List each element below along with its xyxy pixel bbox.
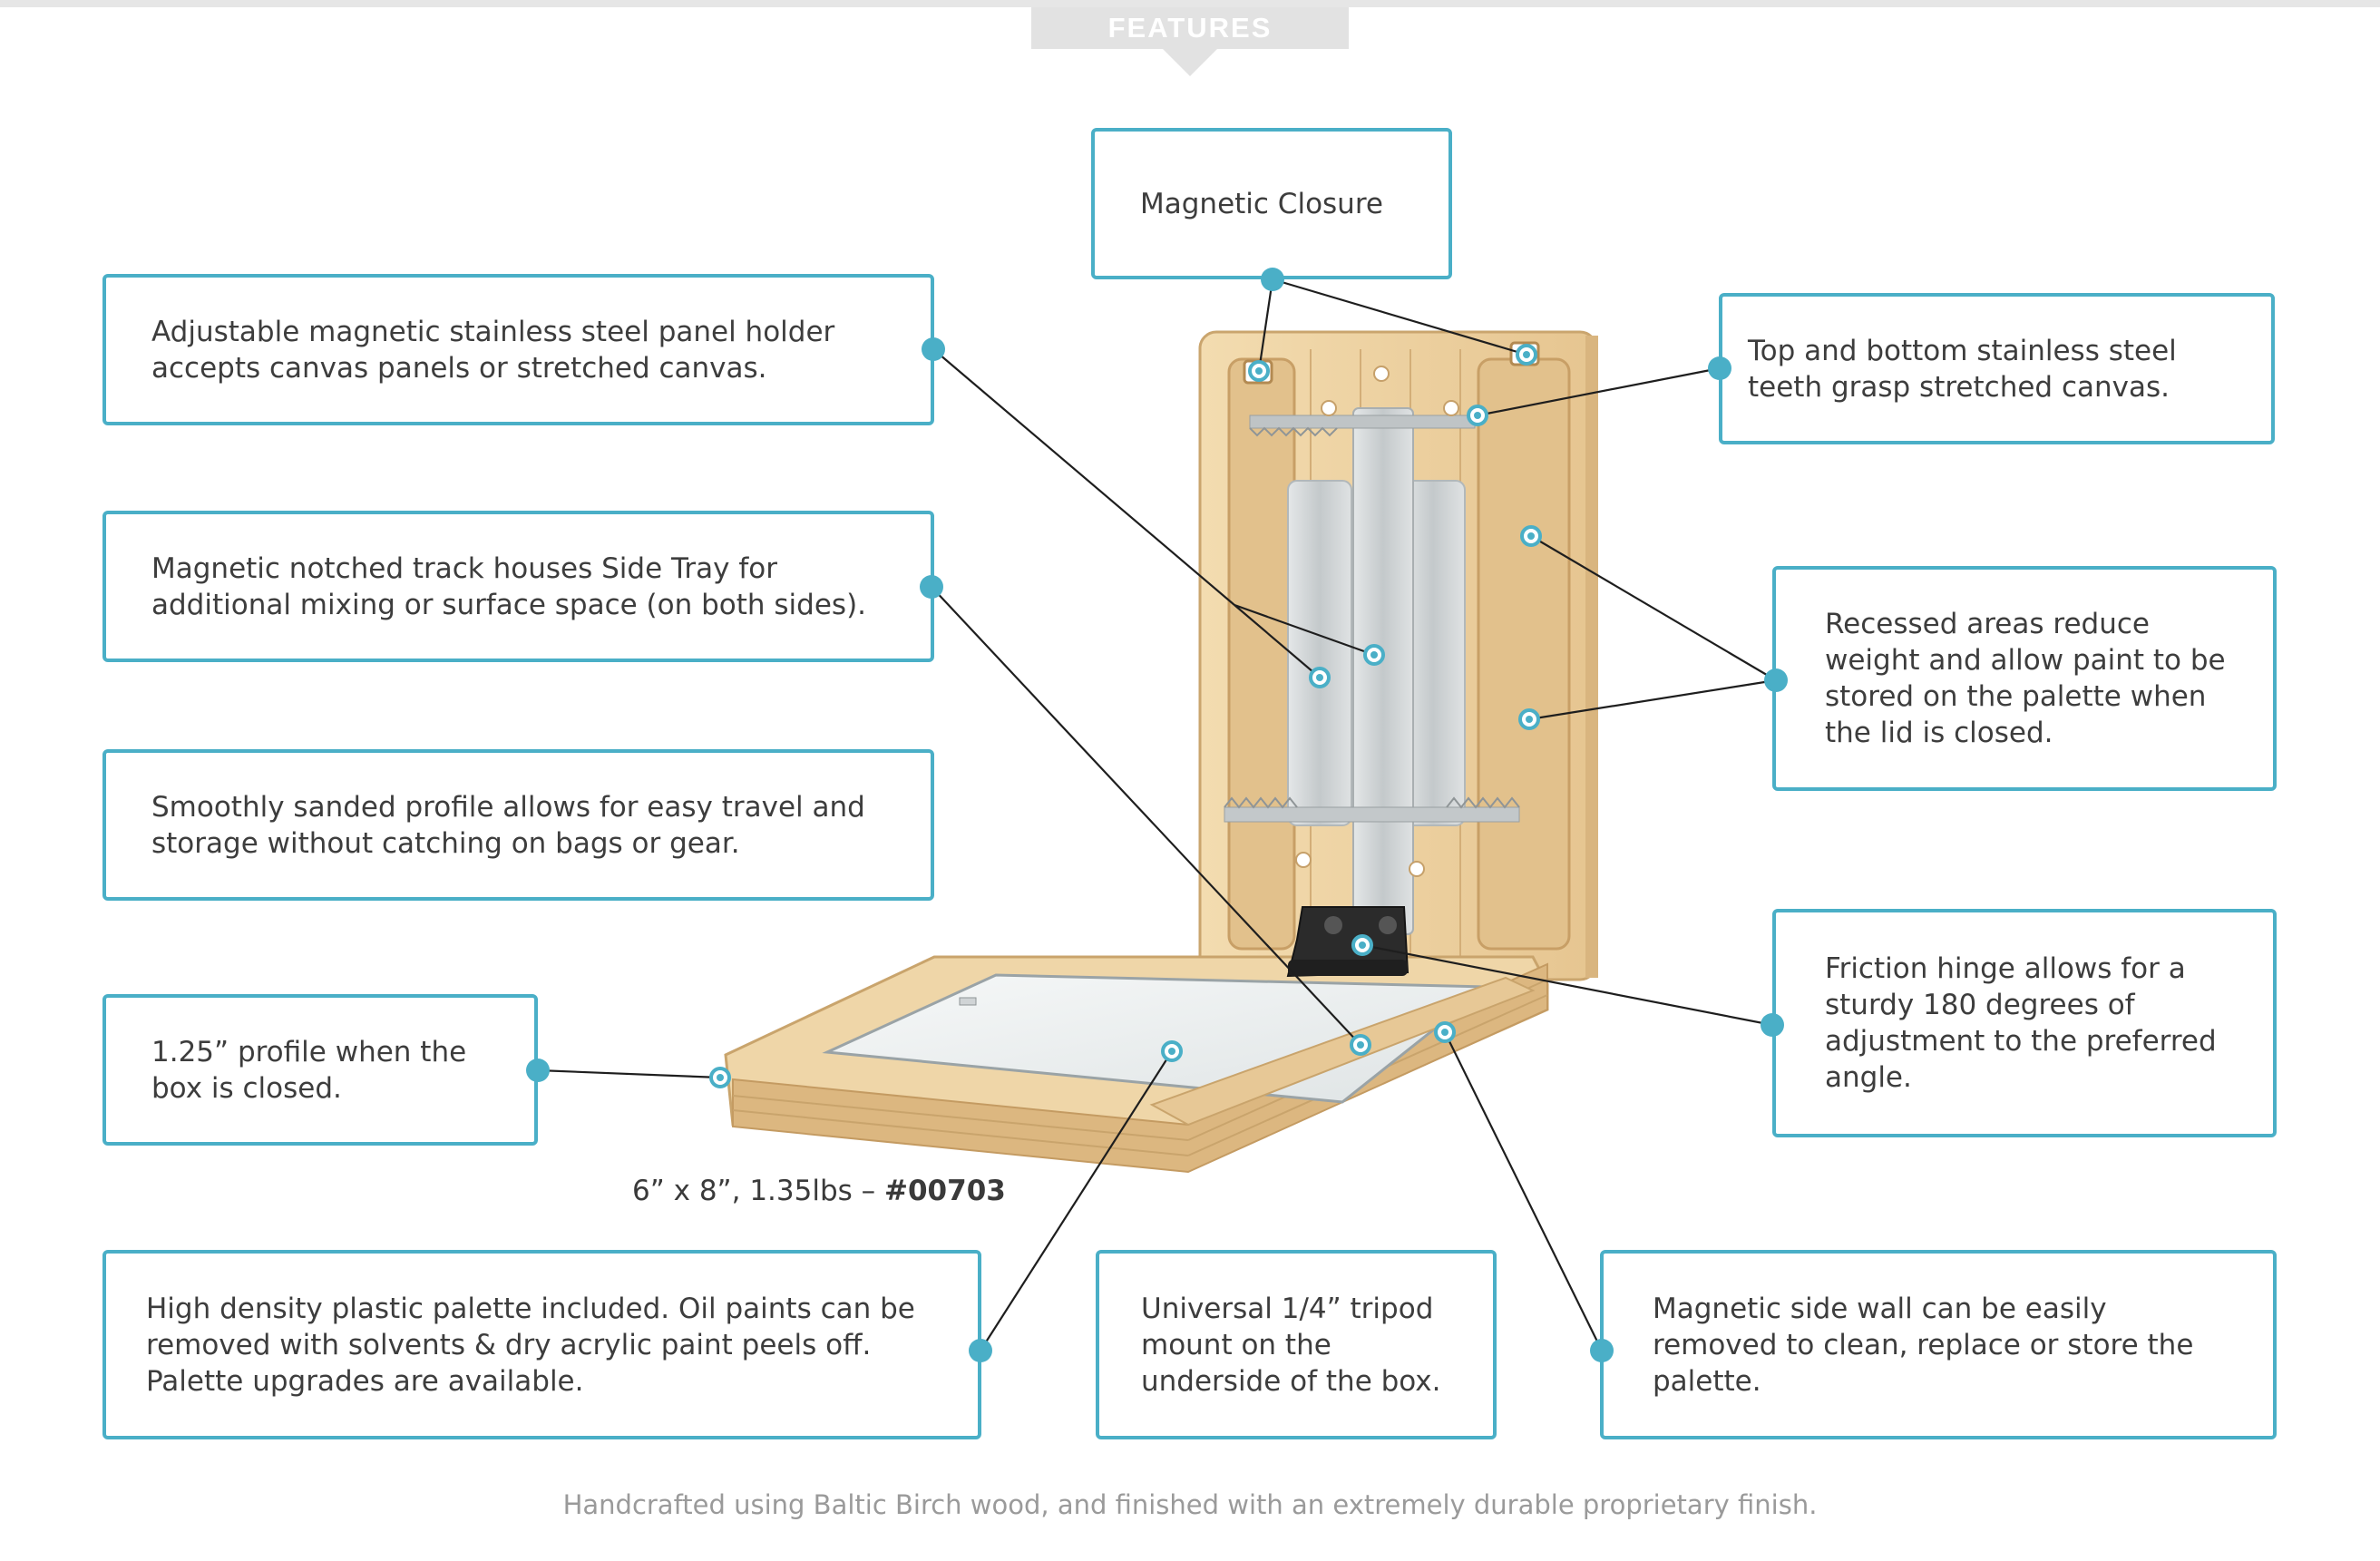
- product-spec: 6” x 8”, 1.35lbs – #00703: [632, 1175, 1006, 1207]
- callout-friction-hinge: Friction hinge allows for a sturdy 180 d…: [1772, 909, 2277, 1137]
- callout-steel-teeth-text: Top and bottom stainless steel teeth gra…: [1748, 334, 2177, 404]
- callout-tripod-mount-text: Universal 1/4” tripod mount on the under…: [1141, 1292, 1441, 1398]
- top-rule: [0, 0, 2380, 7]
- callout-friction-hinge-text: Friction hinge allows for a sturdy 180 d…: [1825, 952, 2217, 1094]
- footer-note: Handcrafted using Baltic Birch wood, and…: [562, 1489, 1818, 1520]
- target-marker-centers: [717, 351, 1535, 1081]
- callout-recessed-areas: Recessed areas reduce weight and allow p…: [1772, 566, 2277, 791]
- callout-steel-teeth: Top and bottom stainless steel teeth gra…: [1719, 293, 2275, 444]
- callout-recessed-areas-text: Recessed areas reduce weight and allow p…: [1825, 608, 2226, 749]
- callout-profile-closed-text: 1.25” profile when the box is closed.: [151, 1035, 467, 1105]
- callout-magnetic-closure-text: Magnetic Closure: [1140, 187, 1383, 220]
- product-sku: #00703: [884, 1175, 1006, 1207]
- callout-panel-holder-text: Adjustable magnetic stainless steel pane…: [151, 315, 835, 385]
- features-tab-notch: [1163, 49, 1217, 76]
- leader-lines: [537, 278, 1777, 1351]
- product-spec-text: 6” x 8”, 1.35lbs –: [632, 1175, 885, 1207]
- callout-notched-track: Magnetic notched track houses Side Tray …: [102, 511, 934, 662]
- callout-plastic-palette: High density plastic palette included. O…: [102, 1250, 981, 1439]
- callout-notched-track-text: Magnetic notched track houses Side Tray …: [151, 551, 867, 621]
- callout-panel-holder: Adjustable magnetic stainless steel pane…: [102, 274, 934, 425]
- callout-sanded-profile-text: Smoothly sanded profile allows for easy …: [151, 790, 865, 860]
- features-tab: FEATURES: [1031, 7, 1349, 49]
- callout-side-wall-text: Magnetic side wall can be easily removed…: [1653, 1292, 2194, 1398]
- callout-sanded-profile: Smoothly sanded profile allows for easy …: [102, 749, 934, 901]
- box-base: [724, 955, 1549, 1174]
- callout-plastic-palette-text: High density plastic palette included. O…: [146, 1292, 915, 1398]
- callout-profile-closed: 1.25” profile when the box is closed.: [102, 994, 538, 1146]
- callout-magnetic-closure: Magnetic Closure: [1091, 128, 1452, 279]
- steel-panel-holder: [1224, 407, 1520, 935]
- callout-side-wall: Magnetic side wall can be easily removed…: [1600, 1250, 2277, 1439]
- lid-holes: [1295, 366, 1459, 877]
- friction-hinge: [1286, 906, 1409, 978]
- callout-tripod-mount: Universal 1/4” tripod mount on the under…: [1096, 1250, 1497, 1439]
